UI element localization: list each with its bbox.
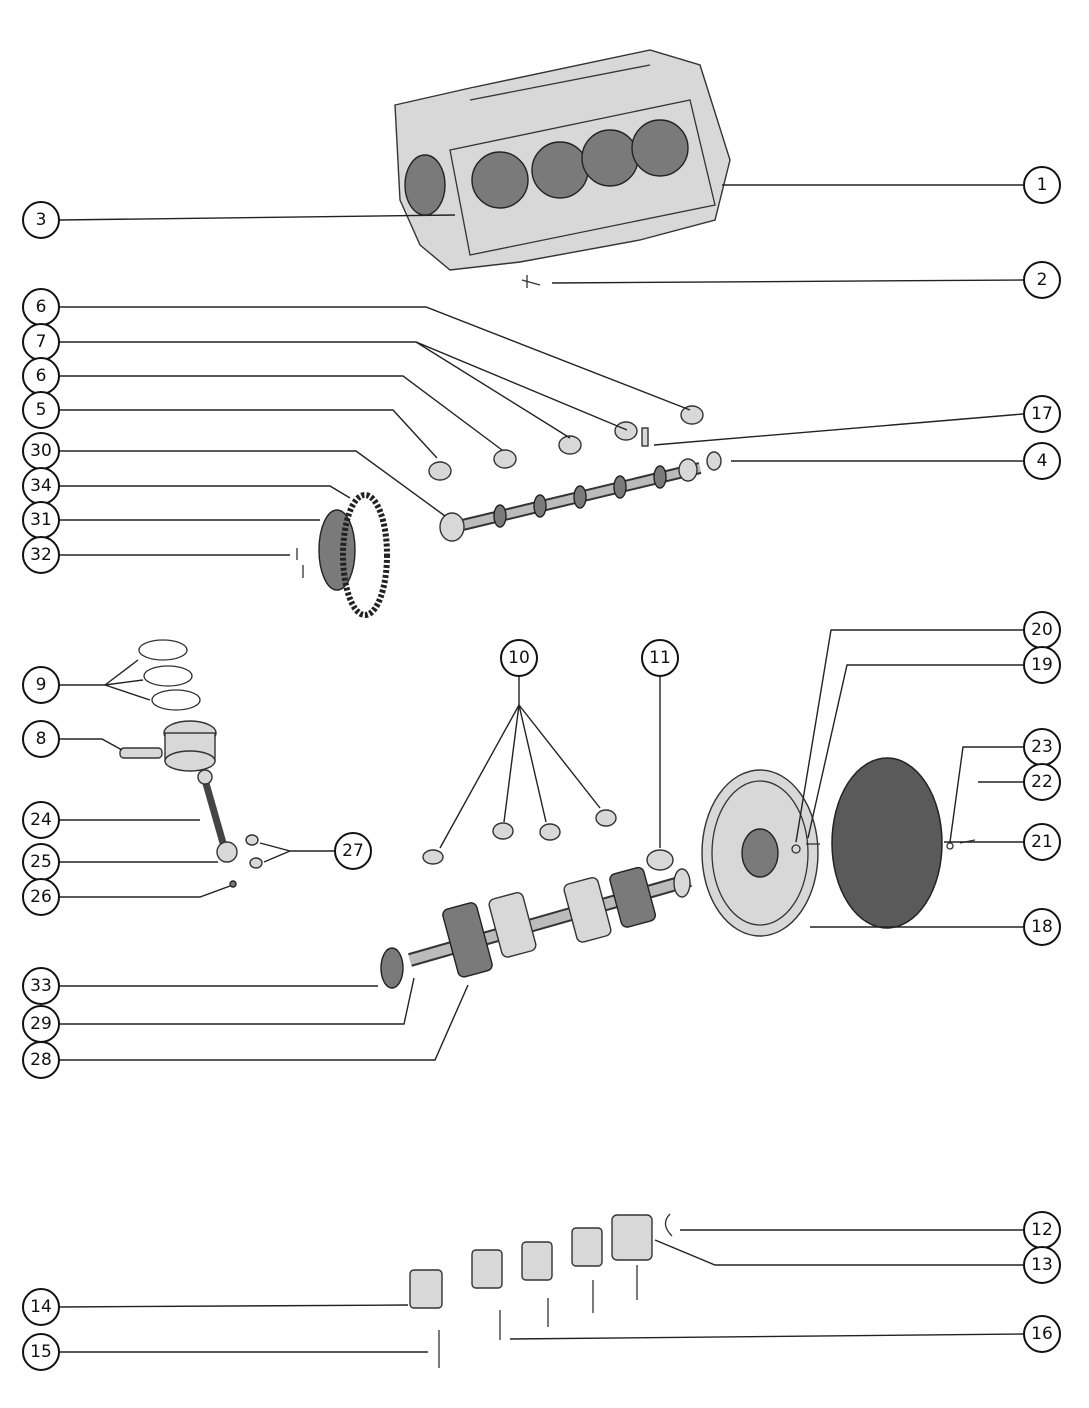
callout-label: 11 xyxy=(649,648,671,668)
callout-13: 13 xyxy=(1023,1246,1061,1284)
cam-key xyxy=(641,427,649,447)
callout-5: 5 xyxy=(22,391,60,429)
callout-16: 16 xyxy=(1023,1315,1061,1353)
cam-sprocket-and-chain xyxy=(318,492,390,618)
callout-8: 8 xyxy=(22,720,60,758)
callout-label: 16 xyxy=(1031,1324,1053,1344)
callout-21: 21 xyxy=(1023,823,1061,861)
callout-30: 30 xyxy=(22,432,60,470)
callout-23: 23 xyxy=(1023,728,1061,766)
cam-bearings xyxy=(428,405,704,481)
piston-and-pin xyxy=(119,720,217,772)
callout-label: 23 xyxy=(1031,737,1053,757)
sprocket-bolts xyxy=(296,548,304,578)
callout-24: 24 xyxy=(22,801,60,839)
callout-label: 25 xyxy=(30,852,52,872)
callout-label: 15 xyxy=(30,1342,52,1362)
main-bearing-caps xyxy=(409,1213,673,1368)
callout-27: 27 xyxy=(334,832,372,870)
callout-label: 31 xyxy=(30,510,52,530)
callout-label: 29 xyxy=(30,1014,52,1034)
callout-22: 22 xyxy=(1023,763,1061,801)
callout-12: 12 xyxy=(1023,1211,1061,1249)
camshaft xyxy=(439,458,702,542)
dowel-pin xyxy=(521,275,541,288)
callout-label: 9 xyxy=(36,675,47,695)
callout-label: 18 xyxy=(1031,917,1053,937)
callout-label: 27 xyxy=(342,841,364,861)
flywheel xyxy=(701,769,820,937)
engine-block xyxy=(394,49,731,271)
callout-1: 1 xyxy=(1023,166,1061,204)
callout-26: 26 xyxy=(22,878,60,916)
callout-label: 28 xyxy=(30,1050,52,1070)
callout-label: 21 xyxy=(1031,832,1053,852)
callout-18: 18 xyxy=(1023,908,1061,946)
callout-label: 7 xyxy=(36,332,47,352)
callout-label: 10 xyxy=(508,648,530,668)
callout-label: 26 xyxy=(30,887,52,907)
callout-label: 14 xyxy=(30,1297,52,1317)
callout-label: 19 xyxy=(1031,655,1053,675)
callout-label: 2 xyxy=(1037,270,1048,290)
callout-32: 32 xyxy=(22,536,60,574)
callout-7: 7 xyxy=(22,323,60,361)
callout-label: 8 xyxy=(36,729,47,749)
callout-31: 31 xyxy=(22,501,60,539)
callout-label: 12 xyxy=(1031,1220,1053,1240)
callout-6b: 6 xyxy=(22,357,60,395)
callout-25: 25 xyxy=(22,843,60,881)
callout-9: 9 xyxy=(22,666,60,704)
crankshaft xyxy=(380,866,692,989)
callout-label: 24 xyxy=(30,810,52,830)
callout-3: 3 xyxy=(22,201,60,239)
drive-plate xyxy=(831,757,976,929)
callout-6a: 6 xyxy=(22,288,60,326)
callout-14: 14 xyxy=(22,1288,60,1326)
callout-29: 29 xyxy=(22,1005,60,1043)
callout-10: 10 xyxy=(500,639,538,677)
callout-28: 28 xyxy=(22,1041,60,1079)
callout-2: 2 xyxy=(1023,261,1061,299)
callout-label: 34 xyxy=(30,476,52,496)
callout-15: 15 xyxy=(22,1333,60,1371)
connecting-rod xyxy=(197,769,263,888)
callout-34: 34 xyxy=(22,467,60,505)
piston-rings xyxy=(138,639,201,711)
callout-label: 22 xyxy=(1031,772,1053,792)
cam-plug xyxy=(706,451,722,471)
callout-label: 32 xyxy=(30,545,52,565)
callout-label: 4 xyxy=(1037,451,1048,471)
callout-label: 6 xyxy=(36,297,47,317)
callout-label: 33 xyxy=(30,976,52,996)
main-bearings xyxy=(422,809,674,871)
callout-label: 30 xyxy=(30,441,52,461)
callout-19: 19 xyxy=(1023,646,1061,684)
callout-label: 3 xyxy=(36,210,47,230)
callout-20: 20 xyxy=(1023,611,1061,649)
callout-label: 17 xyxy=(1031,404,1053,424)
callout-label: 13 xyxy=(1031,1255,1053,1275)
callout-label: 5 xyxy=(36,400,47,420)
callout-label: 20 xyxy=(1031,620,1053,640)
callout-17: 17 xyxy=(1023,395,1061,433)
callout-label: 6 xyxy=(36,366,47,386)
callout-11: 11 xyxy=(641,639,679,677)
callout-4: 4 xyxy=(1023,442,1061,480)
callout-label: 1 xyxy=(1037,175,1048,195)
callout-33: 33 xyxy=(22,967,60,1005)
leader-lines xyxy=(58,184,1024,1353)
